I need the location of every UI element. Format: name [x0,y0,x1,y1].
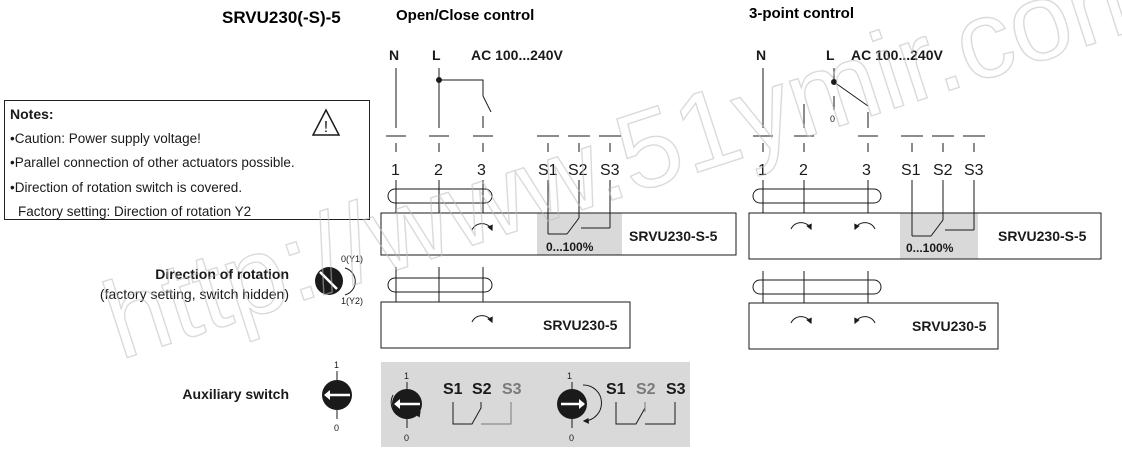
notes-line-1: •Caution: Power supply voltage! [10,130,201,146]
rotation-subtitle: (factory setting, switch hidden) [100,286,289,302]
open-close-title: Open/Close control [396,7,534,24]
position-range-label-right: 0...100% [906,241,954,255]
aux-state1-s3: S3 [502,381,522,398]
live-label-right: L [826,47,835,63]
open-close-diagram: N L AC 100...240V 1 2 3 S1 S2 S3 [380,47,737,349]
three-point-title: 3-point control [749,5,854,22]
switch-zero-label: 0 [830,114,835,124]
neutral-label-right: N [756,47,766,63]
aux-zero-label: 0 [334,423,339,433]
live-label: L [432,47,441,63]
actuator-s-label-left: SRVU230-S-5 [629,228,718,244]
actuator-basic-box-left [380,301,631,349]
three-point-diagram: N L AC 100...240V 0 1 2 3 S1 S2 S3 [748,47,1102,350]
notes-title: Notes: [10,106,54,122]
aux-one-label: 1 [334,360,339,370]
aux-state2-zero: 0 [569,433,574,443]
terminal-s2-label: S2 [568,162,588,179]
aux-state1-s2: S2 [472,381,492,398]
actuator-basic-label-right: SRVU230-5 [912,318,987,334]
terminal-s2-label-right: S2 [933,162,953,179]
actuator-s-box-right [748,212,1102,260]
terminal-s3-label-right: S3 [964,162,984,179]
rotation-y2-label: 1(Y2) [341,296,363,306]
rotation-title: Direction of rotation [155,266,289,282]
actuator-basic-box-right [748,302,999,350]
aux-state1-zero: 0 [404,433,409,443]
notes-line-2: •Parallel connection of other actuators … [10,155,295,170]
notes-line-3: •Direction of rotation switch is covered… [10,179,243,195]
aux-title: Auxiliary switch [182,386,289,402]
terminal-3-label: 3 [477,162,486,179]
model-title: SRVU230(-S)-5 [222,8,341,27]
position-range-label: 0...100% [546,240,594,254]
rotation-y1-label: 0(Y1) [341,254,363,264]
aux-state2-s1: S1 [606,381,626,398]
auxiliary-switch-legend: Auxiliary switch 1 0 1 0 S1 S2 S3 1 0 S1… [182,360,690,447]
terminal-1-label-right: 1 [758,162,767,179]
terminal-3-label-right: 3 [862,162,871,179]
actuator-s-label-right: SRVU230-S-5 [998,228,1087,244]
aux-state1-s1: S1 [443,381,463,398]
terminal-2-label-right: 2 [799,162,808,179]
terminal-s3-label: S3 [600,162,620,179]
notes-box: Notes: •Caution: Power supply voltage! •… [4,100,370,220]
neutral-label: N [389,47,399,63]
voltage-label-right: AC 100...240V [851,47,943,63]
aux-state1-one: 1 [404,371,409,381]
aux-switch-panel [381,362,690,447]
rotation-switch-legend: Direction of rotation (factory setting, … [100,254,363,306]
voltage-label: AC 100...240V [471,47,563,63]
terminal-1-label: 1 [391,162,400,179]
terminal-s1-label-right: S1 [901,162,921,179]
notes-line-4: Factory setting: Direction of rotation Y… [18,204,252,219]
aux-state2-s2: S2 [636,381,656,398]
aux-state2-one: 1 [567,371,572,381]
warning-triangle-icon: ! [311,108,341,136]
terminal-s1-label: S1 [538,162,558,179]
terminal-2-label: 2 [434,162,443,179]
actuator-basic-label-left: SRVU230-5 [543,317,618,333]
svg-text:!: ! [324,119,328,136]
aux-state2-s3: S3 [666,381,686,398]
